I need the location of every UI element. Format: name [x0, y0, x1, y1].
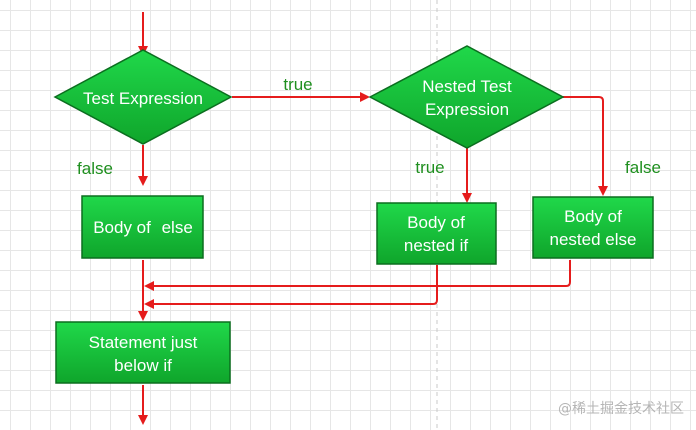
body-nested-else-label-2: nested else	[550, 230, 637, 249]
edge-label-true-main: true	[283, 75, 312, 94]
decision-test-expression-label: Test Expression	[83, 89, 203, 108]
body-nested-else-label-1: Body of	[564, 207, 622, 226]
edge-label-false-nested: false	[625, 158, 661, 177]
body-else-label-2: else	[162, 218, 193, 237]
process-body-nested-else: Body of nested else	[532, 196, 654, 259]
svg-text:Body of else: Body of else	[93, 218, 193, 237]
edge-label-true-nested: true	[415, 158, 444, 177]
body-else-label-1: Body of	[93, 218, 151, 237]
process-body-of-else: Body of else	[81, 195, 204, 259]
process-body-nested-if: Body of nested if	[376, 202, 497, 265]
decision-nested-test-label-1: Nested Test	[422, 77, 512, 96]
body-nested-if-label-2: nested if	[404, 236, 469, 255]
arrow-false-nested	[563, 96, 608, 196]
statement-label-1: Statement just	[89, 333, 198, 352]
decision-nested-test-label-2: Expression	[425, 100, 509, 119]
connector-nested-if	[144, 265, 438, 309]
statement-label-2: below if	[114, 356, 172, 375]
connector-nested-else	[144, 260, 571, 291]
body-nested-if-label-1: Body of	[407, 213, 465, 232]
decision-nested-test: Nested Test Expression	[368, 45, 565, 149]
process-statement-below-if: Statement just below if	[55, 321, 231, 384]
edge-label-false-main: false	[77, 159, 113, 178]
decision-test-expression: Test Expression	[53, 49, 233, 145]
watermark-text: @稀土掘金技术社区	[558, 401, 684, 417]
